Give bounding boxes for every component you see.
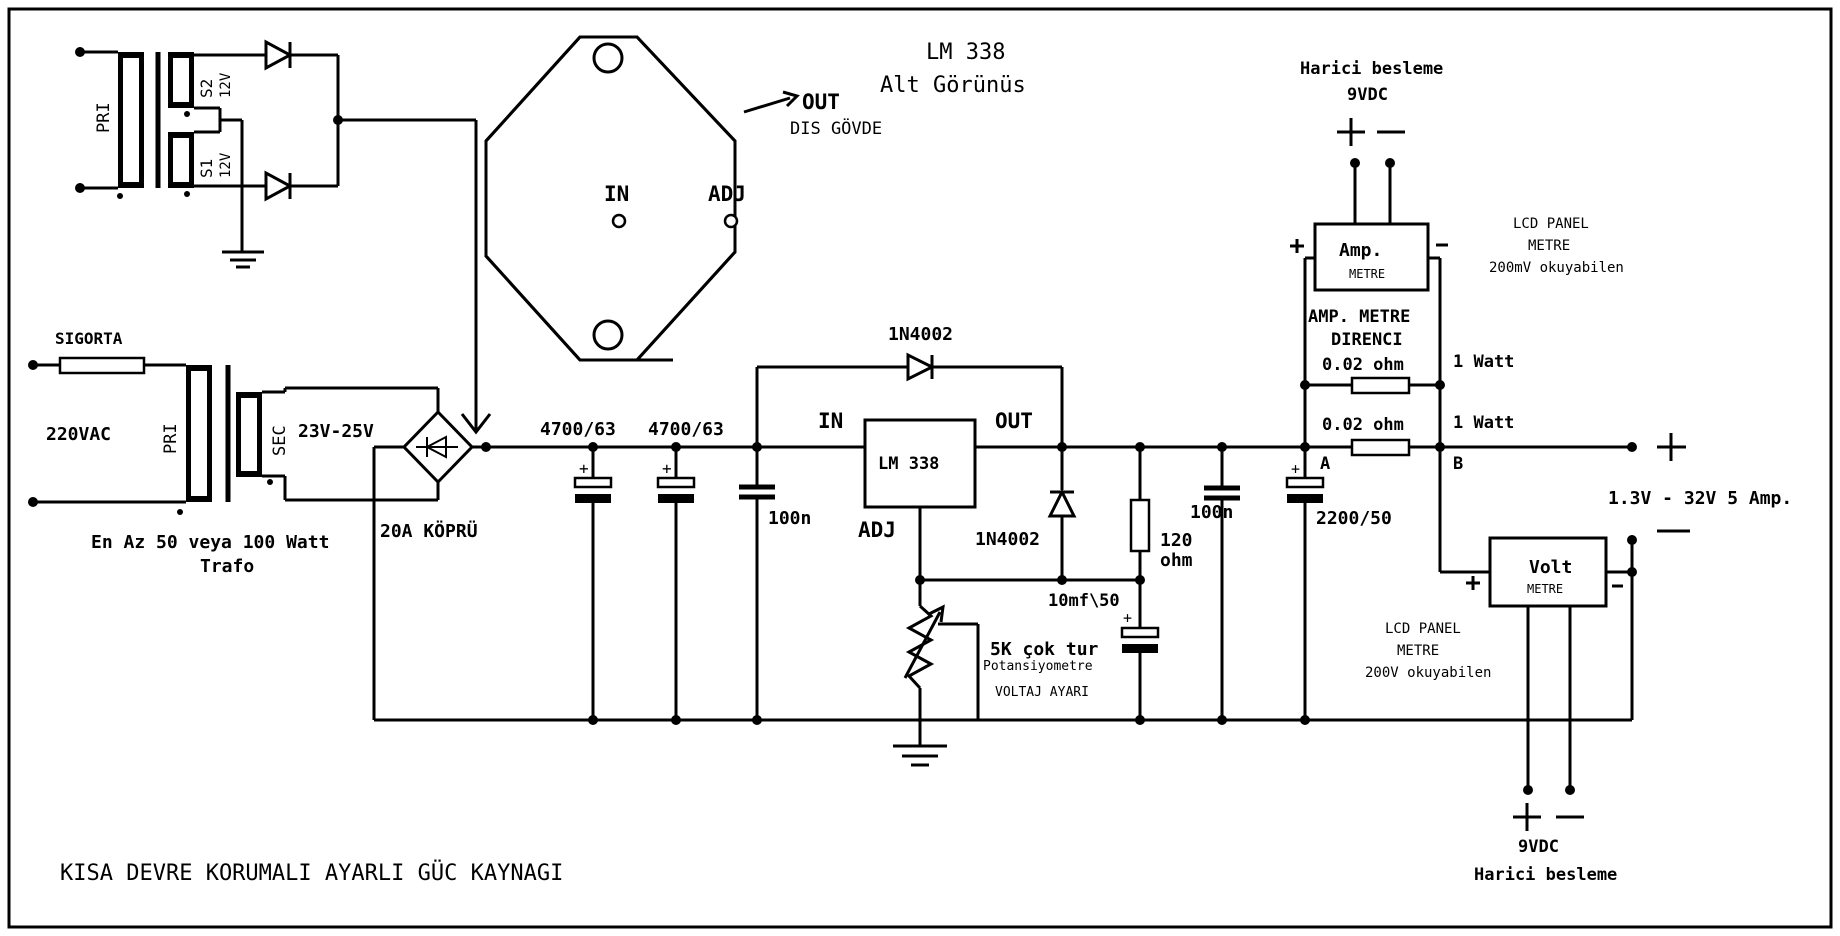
voltmeter-label-line2: METRE: [1527, 582, 1563, 596]
output-range-label: 1.3V - 32V 5 Amp.: [1608, 488, 1792, 509]
s1-label: S1: [197, 159, 216, 178]
shunt-title-line2: DIRENCI: [1331, 330, 1403, 350]
lm338-pinout: IN ADJ OUT DIS GÖVDE LM 338 Alt Görünüs: [484, 35, 1026, 362]
diode-right-label: 1N4002: [975, 529, 1040, 550]
filter-caps: + + 4700/63 4700/63 100n: [374, 419, 1632, 725]
chip-label: LM 338: [878, 454, 939, 474]
schematic-title: KISA DEVRE KORUMALI AYARLI GÜC KAYNAGI: [60, 860, 563, 886]
top-pri-label: PRI: [94, 102, 114, 133]
voltmeter-section: Volt METRE LCD PANEL METRE 200V okuyabil…: [1365, 536, 1623, 885]
fuse: [58, 356, 146, 375]
s2-label: S2: [197, 79, 216, 98]
voltmeter-note-line3: 200V okuyabilen: [1365, 665, 1491, 681]
bridge-label: 20A KÖPRÜ: [380, 520, 478, 542]
ammeter-label-line1: Amp.: [1339, 240, 1382, 261]
reg-in-label: IN: [818, 409, 843, 433]
ammeter-supply-line1: Harici besleme: [1300, 59, 1443, 79]
s2-voltage-label: 12V: [218, 72, 234, 98]
shunt-res1-watt: 1 Watt: [1453, 352, 1514, 372]
cap-100n-label: 100n: [1190, 502, 1233, 523]
ammeter-section: Amp. METRE Harici besleme 9VDC LCD PANEL…: [1290, 59, 1624, 435]
r120-label-line2: ohm: [1160, 550, 1193, 571]
pot-label-line1: 5K çok tur: [990, 639, 1099, 660]
pot-label-line3: VOLTAJ AYARI: [995, 685, 1089, 700]
svg-text:+: +: [662, 459, 672, 478]
shunt-res2-watt: 1 Watt: [1453, 413, 1514, 433]
pinout-adj-label: ADJ: [708, 182, 746, 206]
shunt-res1-label: 0.02 ohm: [1322, 355, 1404, 375]
top-transformer: PRI S2 12V S1 12V: [75, 39, 492, 435]
shunt-title-line1: AMP. METRE: [1308, 307, 1410, 327]
sec-label: SEC: [270, 425, 290, 456]
pinout-out-label: OUT: [802, 90, 840, 114]
ammeter-supply-line2: 9VDC: [1347, 85, 1388, 105]
voltmeter-box: [1488, 536, 1608, 608]
trafo-label-line1: En Az 50 veya 100 Watt: [91, 532, 329, 553]
sec-voltage-label: 23V-25V: [298, 421, 374, 442]
shunt-res2-label: 0.02 ohm: [1322, 415, 1404, 435]
mains-label: 220VAC: [46, 424, 111, 445]
cap2-label: 4700/63: [648, 419, 724, 440]
svg-text:+: +: [1123, 609, 1132, 627]
shunt-resistor-1: [1350, 376, 1411, 395]
reg-adj-label: ADJ: [858, 518, 896, 542]
voltmeter-note-line1: LCD PANEL: [1385, 621, 1461, 637]
fuse-label: SIGORTA: [55, 329, 123, 348]
pinout-title-line2: Alt Görünüs: [880, 73, 1026, 98]
svg-text:+: +: [1291, 460, 1300, 478]
ammeter-note-line3: 200mV okuyabilen: [1489, 260, 1624, 276]
pinout-in-label: IN: [604, 182, 629, 206]
voltmeter-supply-line2: Harici besleme: [1474, 865, 1617, 885]
output-stage: + 100n 2200/50 A B 1.3V - 32V 5 Amp.: [1190, 256, 1792, 725]
regulator-section: + 1N4002 IN OUT LM 338 ADJ 1N4002 120 oh…: [755, 324, 1193, 767]
voltmeter-supply-line1: 9VDC: [1518, 837, 1559, 857]
pot-label-line2: Potansiyometre: [983, 659, 1093, 674]
voltmeter-note-line2: METRE: [1397, 643, 1439, 659]
cap-2200-label: 2200/50: [1316, 508, 1392, 529]
trafo-label-line2: Trafo: [200, 556, 254, 577]
cap3-label: 100n: [768, 508, 811, 529]
node-b-label: B: [1453, 454, 1463, 474]
diode-top-label: 1N4002: [888, 324, 953, 345]
s1-voltage-label: 12V: [218, 152, 234, 178]
ammeter-note-line1: LCD PANEL: [1513, 216, 1589, 232]
ammeter-note-line2: METRE: [1528, 238, 1570, 254]
resistor-120: [1129, 498, 1151, 553]
pinout-title-line1: LM 338: [926, 40, 1005, 65]
shunt-resistor-2: [1350, 438, 1411, 457]
node-a-label: A: [1320, 454, 1330, 474]
frame-border: [7, 7, 1833, 929]
r120-label-line1: 120: [1160, 530, 1193, 551]
voltmeter-label-line1: Volt: [1529, 557, 1572, 578]
ammeter-box: [1313, 222, 1430, 292]
lm338-chip: [863, 418, 977, 509]
pinout-case-label: DIS GÖVDE: [790, 117, 882, 139]
ammeter-label-line2: METRE: [1349, 267, 1385, 281]
input-pri-label: PRI: [161, 423, 181, 454]
cap-adj-label: 10mf\50: [1048, 591, 1120, 611]
reg-out-label: OUT: [995, 409, 1033, 433]
svg-text:+: +: [579, 459, 589, 478]
cap1-label: 4700/63: [540, 419, 616, 440]
